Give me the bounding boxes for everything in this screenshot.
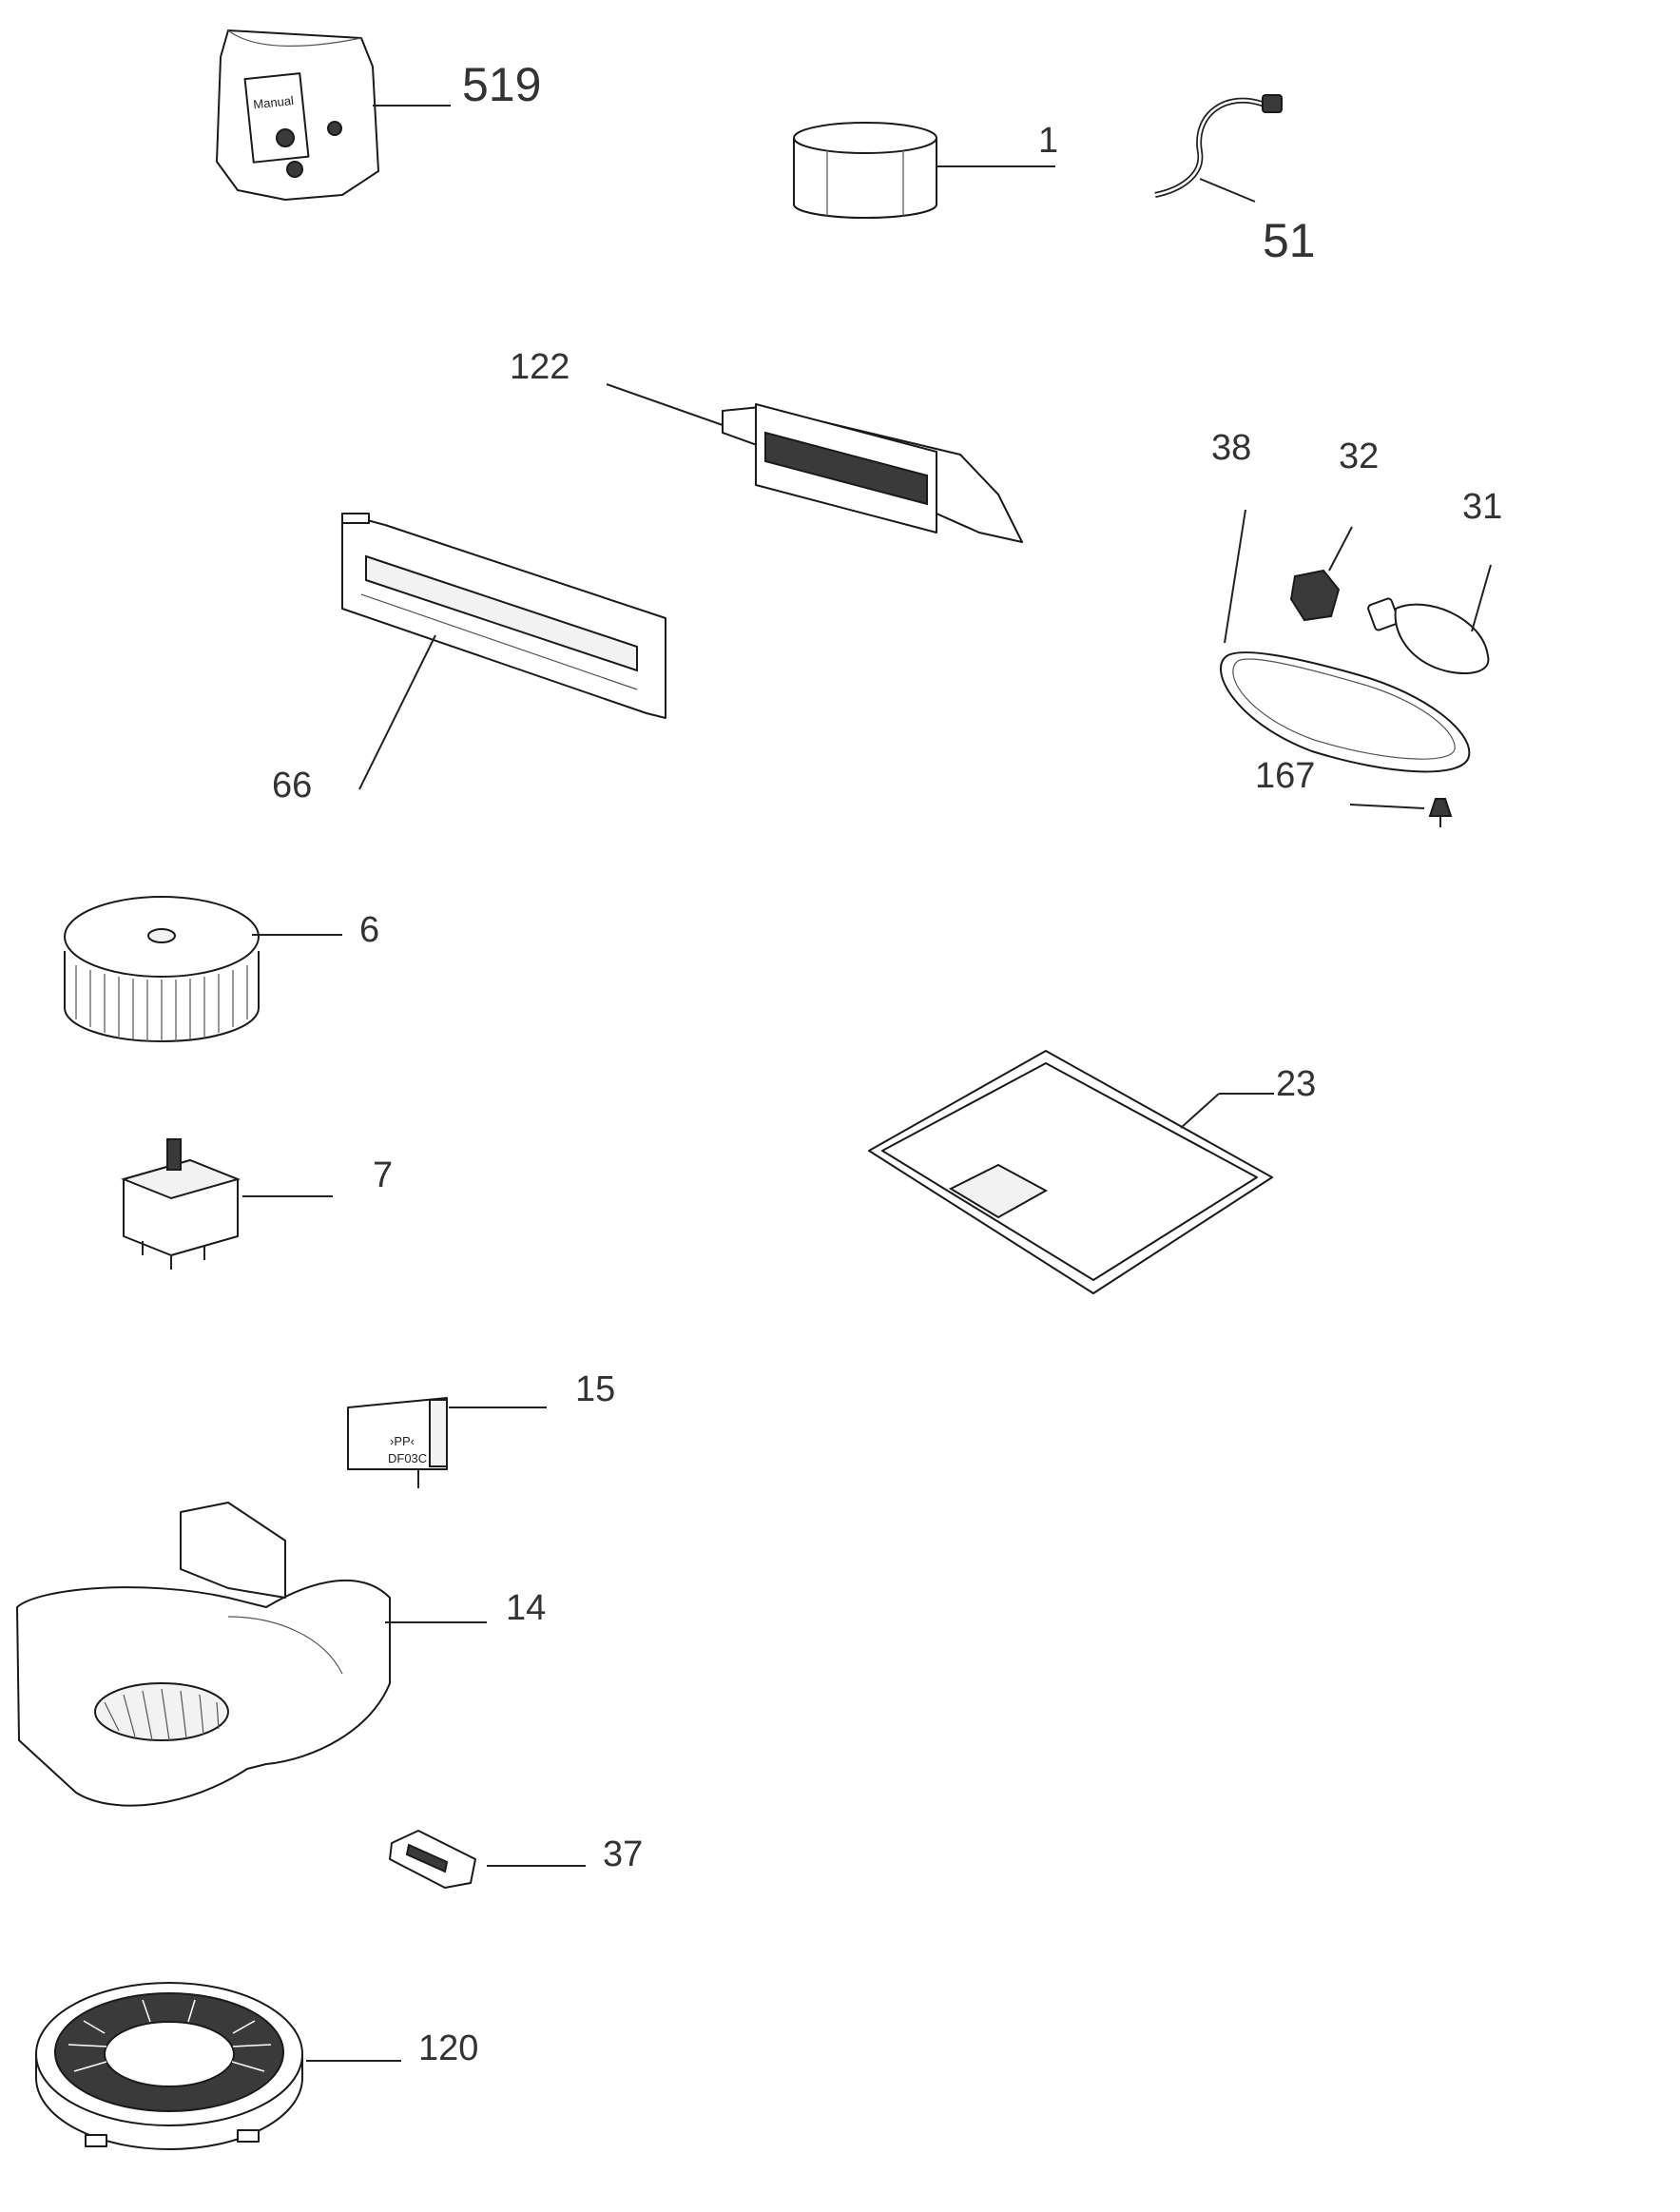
label-7: 7 — [373, 1155, 393, 1195]
label-66: 66 — [272, 766, 312, 805]
label-32: 32 — [1339, 437, 1379, 476]
part-15-component: ›PP‹ DF03C 15 — [347, 1369, 615, 1488]
part-120-charcoal-filter: 120 — [35, 1982, 478, 2150]
label-38: 38 — [1211, 428, 1251, 468]
part-66-front-panel: 66 — [272, 513, 666, 805]
label-519: 519 — [462, 58, 541, 111]
part-15-marking-code: DF03C — [388, 1451, 427, 1465]
label-6: 6 — [359, 910, 379, 950]
label-14: 14 — [506, 1588, 546, 1628]
part-167-screw: 167 — [1255, 756, 1453, 827]
manual-text: Manual — [253, 93, 295, 111]
part-519-manual-bag: Manual 519 — [216, 29, 541, 201]
part-15-marking-pp: ›PP‹ — [390, 1434, 415, 1448]
label-1: 1 — [1038, 121, 1058, 161]
part-51-cable: 51 — [1154, 94, 1316, 267]
part-7-switch: 7 — [120, 1138, 393, 1270]
label-120: 120 — [418, 2028, 478, 2068]
label-31: 31 — [1462, 487, 1502, 527]
part-31-bulb: 31 — [1367, 487, 1502, 674]
label-37: 37 — [603, 1834, 643, 1874]
label-23: 23 — [1276, 1064, 1316, 1104]
part-1-collar-ring: 1 — [793, 121, 1058, 219]
part-14-motor-housing: 14 — [16, 1502, 546, 1807]
label-122: 122 — [510, 347, 570, 387]
part-32-lamp-holder: 32 — [1289, 437, 1379, 622]
part-6-blower-wheel: 6 — [64, 896, 379, 1042]
label-51: 51 — [1263, 214, 1316, 267]
label-167: 167 — [1255, 756, 1315, 796]
part-37-clip: 37 — [389, 1830, 643, 1889]
part-122-control-housing: 122 — [510, 347, 1023, 543]
label-15: 15 — [575, 1369, 615, 1409]
part-38-light-gasket: 38 — [1211, 428, 1471, 773]
part-23-grease-filter: 23 — [868, 1050, 1316, 1294]
